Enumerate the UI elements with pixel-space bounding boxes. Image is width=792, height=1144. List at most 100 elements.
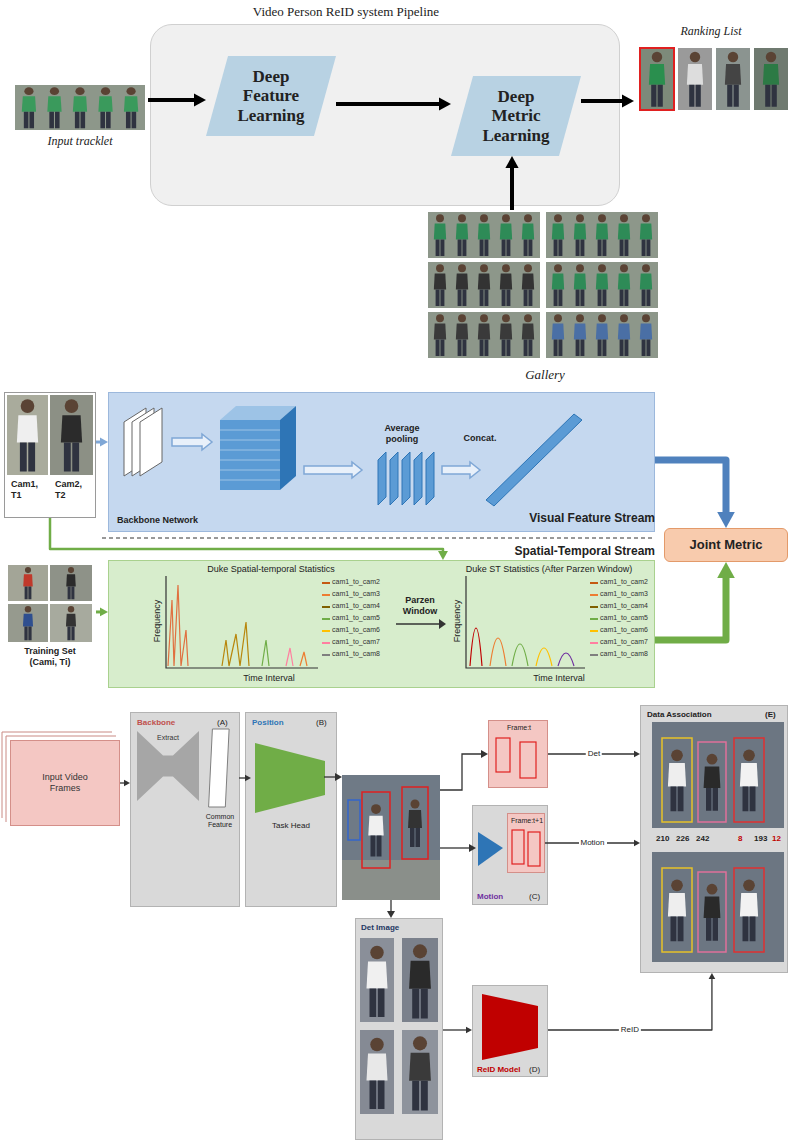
ranking-photos: [649, 52, 665, 107]
node-text: Video Person ReID system Pipeline: [111, 4, 581, 20]
text-slot: cam1_to_cam3: [332, 590, 380, 598]
text-slot: 242: [696, 834, 709, 844]
text-slot: Training Set (Cami, Ti): [18, 646, 82, 668]
gallery-photos: [546, 312, 658, 358]
process-parallelogram: Deep Metric Learning: [451, 76, 581, 156]
text-slot: cam1_to_cam6: [600, 626, 648, 634]
legend-line: [322, 594, 330, 596]
track-id: 242: [696, 834, 709, 844]
node-text: Frequency: [452, 600, 463, 643]
gallery-photos: [546, 212, 658, 258]
detection-image: [362, 792, 390, 868]
node-text: Cam2, T2: [55, 479, 89, 501]
text-slot: Det Image: [361, 923, 439, 933]
legend-line: [322, 630, 330, 632]
node-text: Spatial-Temporal Stream: [507, 544, 655, 558]
arrowhead: [100, 438, 108, 447]
reid-module: ReID Model(D): [472, 985, 548, 1077]
text-slot: cam1_to_cam5: [600, 614, 648, 622]
node-text: Input tracklet: [12, 134, 148, 148]
node-text: Ranking List: [634, 24, 788, 38]
connector-line: [655, 573, 726, 640]
legend-line: [322, 618, 330, 620]
text-slot: 210: [656, 834, 669, 844]
node-text: Position: [252, 718, 302, 728]
track-id: 8: [738, 834, 742, 844]
node-text: (C): [529, 892, 547, 902]
text-slot: Frame:t+1: [508, 817, 546, 825]
task-head: Task Head: [251, 743, 331, 839]
node-outline: [451, 76, 581, 156]
text-slot: Data Association: [647, 710, 757, 720]
node-text: Backbone Network: [117, 515, 217, 526]
text-slot: cam1_to_cam8: [332, 650, 380, 658]
edge-label: Motion: [578, 838, 606, 848]
flow-arrow: [440, 754, 482, 790]
tracklet-photos: [15, 85, 145, 130]
text-slot: (A): [217, 718, 237, 728]
ranking-photos: [754, 48, 788, 110]
detection-image: [342, 860, 440, 900]
gallery-photos: [428, 262, 540, 308]
text-slot: cam1_to_cam7: [332, 638, 380, 646]
node-text: Frequency: [152, 600, 163, 643]
track-id: 193: [754, 834, 767, 844]
node-text: Cam1, T1: [11, 479, 45, 501]
ranking-photos: [640, 48, 674, 110]
node-outline: [255, 743, 325, 813]
frame-box: Frame:t: [488, 720, 548, 788]
node-text: Duke Spatial-temporal Statistics: [151, 564, 391, 575]
gallery: Gallery: [425, 210, 665, 388]
legend-text: cam1_to_cam8: [600, 650, 648, 658]
legend-text: cam1_to_cam2: [332, 578, 380, 586]
edge-label: Det: [586, 749, 602, 759]
joint-metric-box: Joint Metric: [664, 528, 788, 562]
connector-line: [96, 441, 102, 444]
node-text: Backbone: [137, 718, 207, 728]
flow-arrow: [324, 754, 482, 912]
legend-text: cam1_to_cam5: [332, 614, 380, 622]
connector: [655, 562, 735, 640]
text-slot: 193: [754, 834, 767, 844]
track-id: 12: [772, 834, 781, 844]
node-outline: [137, 731, 199, 801]
node-text: (A): [217, 718, 237, 728]
gallery-photos: [428, 312, 540, 358]
legend-text: cam1_to_cam7: [600, 638, 648, 646]
training-photos: [8, 565, 92, 642]
ranking-photos: [640, 48, 674, 110]
legend-text: cam1_to_cam3: [600, 590, 648, 598]
node-text: (B): [316, 718, 334, 728]
flow-arrowhead: [481, 750, 488, 758]
camera-images: Cam1, T1 Cam2, T2: [4, 392, 96, 518]
ranking-photos: [763, 52, 779, 107]
arrowhead: [717, 512, 735, 528]
legend-text: cam1_to_cam4: [600, 602, 648, 610]
connector-line: [96, 610, 102, 613]
text-slot: Duke Spatial-temporal Statistics: [151, 564, 391, 575]
node-text: Task Head: [251, 821, 331, 831]
node-text: Extract: [137, 734, 199, 742]
ranking-photos: [678, 48, 712, 110]
text-slot: 226: [676, 834, 689, 844]
detection-image: [368, 804, 383, 856]
gallery-photos: [428, 212, 658, 358]
gallery-photos: [546, 262, 658, 308]
legend-text: cam1_to_cam8: [332, 650, 380, 658]
text-slot: Spatial-Temporal Stream: [507, 544, 655, 558]
legend-text: cam1_to_cam6: [600, 626, 648, 634]
flow-arrow: [390, 900, 391, 912]
text-slot: (B): [316, 718, 334, 728]
text-slot: Cam1, T1: [11, 479, 45, 501]
arrowhead: [717, 562, 735, 578]
text-slot: cam1_to_cam8: [600, 650, 648, 658]
connector: [96, 438, 108, 447]
text-slot: Input tracklet: [12, 134, 148, 148]
ranking-photos: [687, 52, 703, 107]
visual-feature-stream: Backbone NetworkAverage poolingConcat.Vi…: [108, 392, 655, 532]
connector-line: [655, 460, 726, 517]
legend-text: cam1_to_cam4: [332, 602, 380, 610]
node-text: Motion: [477, 892, 521, 902]
training-photos: [8, 565, 48, 601]
